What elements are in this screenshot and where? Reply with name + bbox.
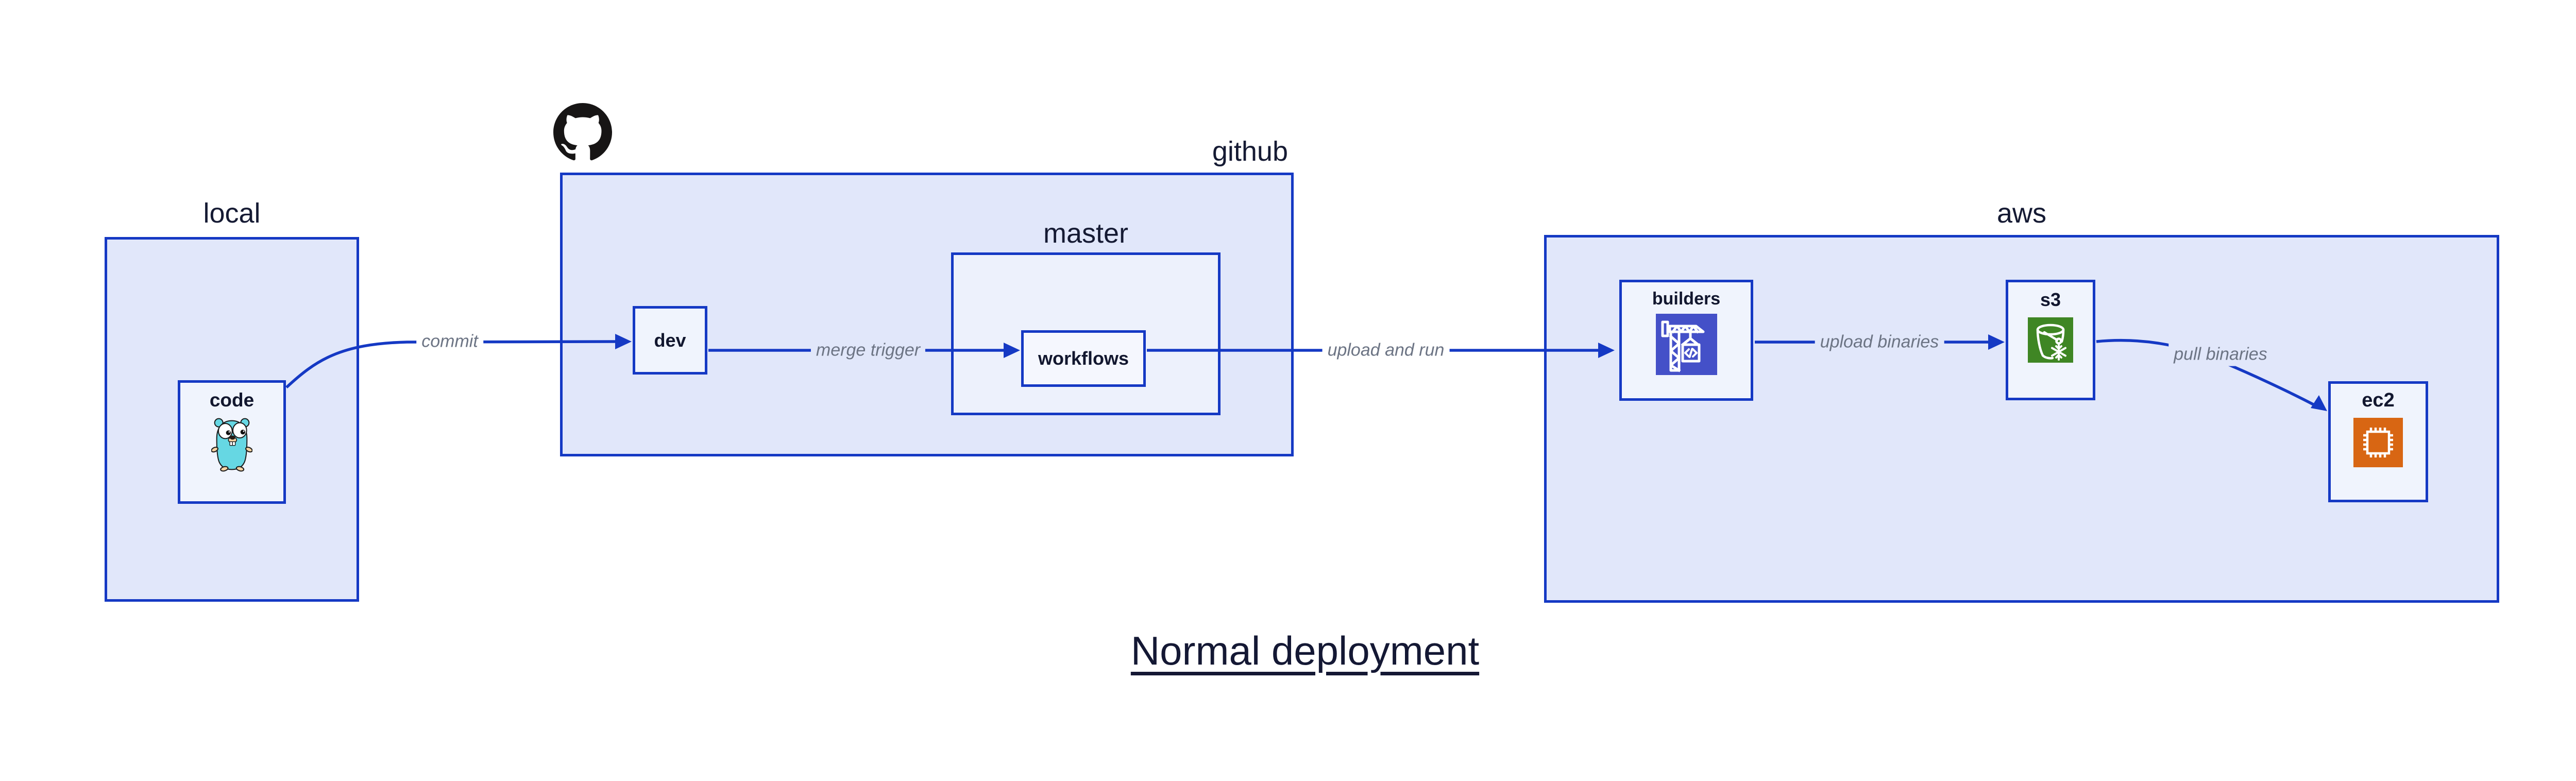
node-ec2-box: ec2 <box>2328 381 2428 502</box>
node-dev-box: dev <box>633 306 707 375</box>
node-s3-label: s3 <box>2040 289 2061 310</box>
gopher-icon <box>211 418 252 471</box>
group-aws-label: aws <box>1996 198 2047 229</box>
node-builders-label: builders <box>1652 289 1721 309</box>
node-workflows-box: workflows <box>1021 330 1146 387</box>
github-icon <box>553 103 612 161</box>
diagram-title: Normal deployment <box>1130 628 1480 673</box>
node-ec2-label: ec2 <box>2362 389 2395 411</box>
group-master-label: master <box>1043 218 1129 249</box>
node-code-label: code <box>209 389 255 411</box>
node-dev-label: dev <box>654 329 686 351</box>
edge-upload-binaries-label: upload binaries <box>1815 330 1944 354</box>
group-github-label: github <box>1212 136 1288 167</box>
node-builders-box: builders <box>1619 280 1753 401</box>
node-s3-box: s3 <box>2006 280 2095 400</box>
group-local-label: local <box>203 198 261 229</box>
edge-pull-binaries-label: pull binaries <box>2168 343 2273 366</box>
node-code-box: code <box>178 380 286 504</box>
codebuild-crane-icon <box>1655 314 1717 376</box>
ec2-chip-icon <box>2353 417 2403 467</box>
edge-commit-label: commit <box>416 330 483 353</box>
node-workflows-label: workflows <box>1038 348 1129 369</box>
edge-upload-and-run-label: upload and run <box>1322 338 1450 362</box>
edge-merge-trigger-label: merge trigger <box>810 338 926 362</box>
s3-glacier-bucket-icon <box>2028 317 2073 363</box>
